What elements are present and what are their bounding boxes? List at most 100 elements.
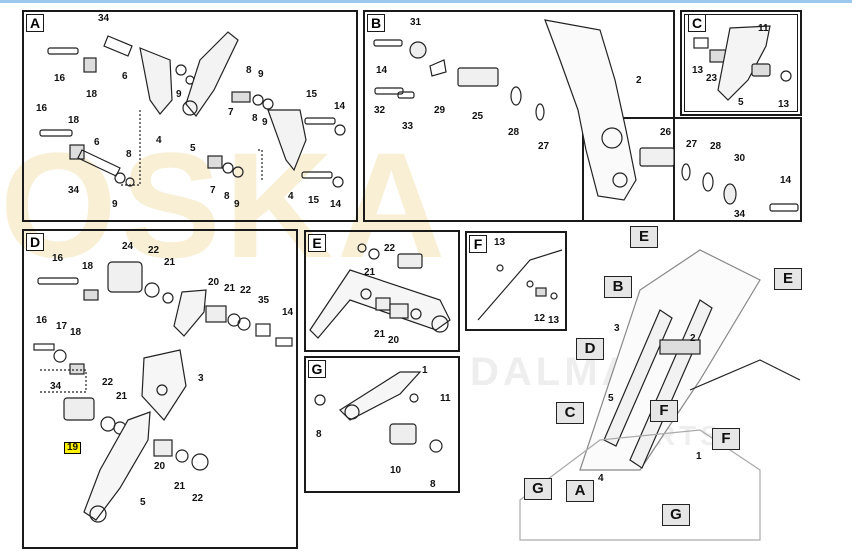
label-b-14b: 14 [780,175,792,186]
label-b-33: 33 [402,121,414,132]
callout-f-mid[interactable]: F [650,400,678,422]
plate-4-upper [139,47,173,115]
label-d-18: 18 [82,261,94,272]
label-e-20: 20 [388,335,400,346]
label-f-13b: 13 [548,315,560,326]
label-g-10: 10 [390,465,402,476]
panel-c-letter: C [688,14,706,32]
label-g-1: 1 [422,365,428,376]
label-a-14b: 14 [330,199,342,210]
label-a-16b: 16 [36,103,48,114]
panel-e [304,230,460,352]
label-d-17: 17 [56,321,68,332]
panel-b-extension [582,117,802,222]
panel-e-letter: E [308,234,326,252]
label-a-7: 7 [228,107,234,118]
label-g-8b: 8 [430,479,436,490]
label-a-9c: 9 [262,117,268,128]
label-g-11: 11 [440,393,451,404]
label-d-22b: 22 [240,285,252,296]
callout-d[interactable]: D [576,338,604,360]
panel-a [22,10,358,222]
label-d-20b: 20 [154,461,166,472]
bushing-24 [107,261,143,293]
label-b-2: 2 [636,75,642,86]
callout-c[interactable]: C [556,402,584,424]
label-a-7b: 7 [210,185,216,196]
label-a-8b: 8 [252,113,258,124]
label-b-32: 32 [374,105,386,116]
bushing-7-b [207,155,223,169]
callout-b[interactable]: B [604,276,632,298]
bushing-18-a [83,57,97,73]
ring-9-a [175,64,187,76]
label-a-16: 16 [54,73,66,84]
label-d-35: 35 [258,295,270,306]
label-d-21b: 21 [224,283,236,294]
overview-label-3: 3 [614,323,620,334]
label-a-6b: 6 [94,137,100,148]
panel-d-letter: D [26,233,44,251]
callout-g-left[interactable]: G [524,478,552,500]
disc-31 [409,41,427,59]
label-d-5: 5 [140,497,146,508]
label-c-23: 23 [706,73,718,84]
label-b-30: 30 [734,153,746,164]
label-a-9d: 9 [112,199,118,210]
label-d-22: 22 [148,245,160,256]
label-a-6: 6 [122,71,128,82]
bushing-18-b [69,144,85,160]
panel-f-letter: F [469,235,487,253]
label-a-15b: 15 [308,195,320,206]
label-e-21: 21 [364,267,376,278]
overview-label-4: 4 [598,473,604,484]
arm-2 [544,19,637,201]
sleeve-26 [639,147,675,167]
panel-c [680,10,802,116]
label-f-12: 12 [534,313,546,324]
label-a-15: 15 [306,89,318,100]
panel-f [465,231,567,331]
label-b-26: 26 [660,127,672,138]
label-a-4: 4 [156,135,162,146]
callout-a[interactable]: A [566,480,594,502]
label-b-31: 31 [410,17,422,28]
label-d-16: 16 [52,253,64,264]
label-b-27: 27 [538,141,550,152]
label-a-18b: 18 [68,115,80,126]
top-accent-line [0,0,852,3]
callout-e-top[interactable]: E [630,226,658,248]
label-d-14: 14 [282,307,294,318]
label-g-8: 8 [316,429,322,440]
overview-label-2: 2 [690,333,696,344]
seal-28-b [702,172,714,192]
seal-27-b [681,163,691,181]
pin-15-a [304,117,336,125]
label-d-21d: 21 [174,481,186,492]
label-d-34: 34 [50,381,62,392]
label-a-14: 14 [334,101,346,112]
pin-16-b [39,129,73,137]
label-a-9e: 9 [234,199,240,210]
label-b-34: 34 [734,209,746,220]
label-b-28: 28 [508,127,520,138]
label-d-16b: 16 [36,315,48,326]
pin-16-a [47,47,79,55]
pin-15-b [301,171,333,179]
label-c-13b: 13 [778,99,790,110]
label-d-21: 21 [164,257,176,268]
label-c-5: 5 [738,97,744,108]
panel-d [22,229,298,549]
callout-f-right[interactable]: F [712,428,740,450]
label-a-18: 18 [86,89,98,100]
label-d-24: 24 [122,241,134,252]
panel-g-letter: G [308,360,326,378]
label-d-19-highlight[interactable]: 19 [64,442,82,454]
sleeve-25 [457,67,499,87]
label-d-22c: 22 [102,377,114,388]
callout-e-right[interactable]: E [774,268,802,290]
label-d-3: 3 [198,373,204,384]
label-a-9: 9 [176,89,182,100]
callout-g-right[interactable]: G [662,504,690,526]
